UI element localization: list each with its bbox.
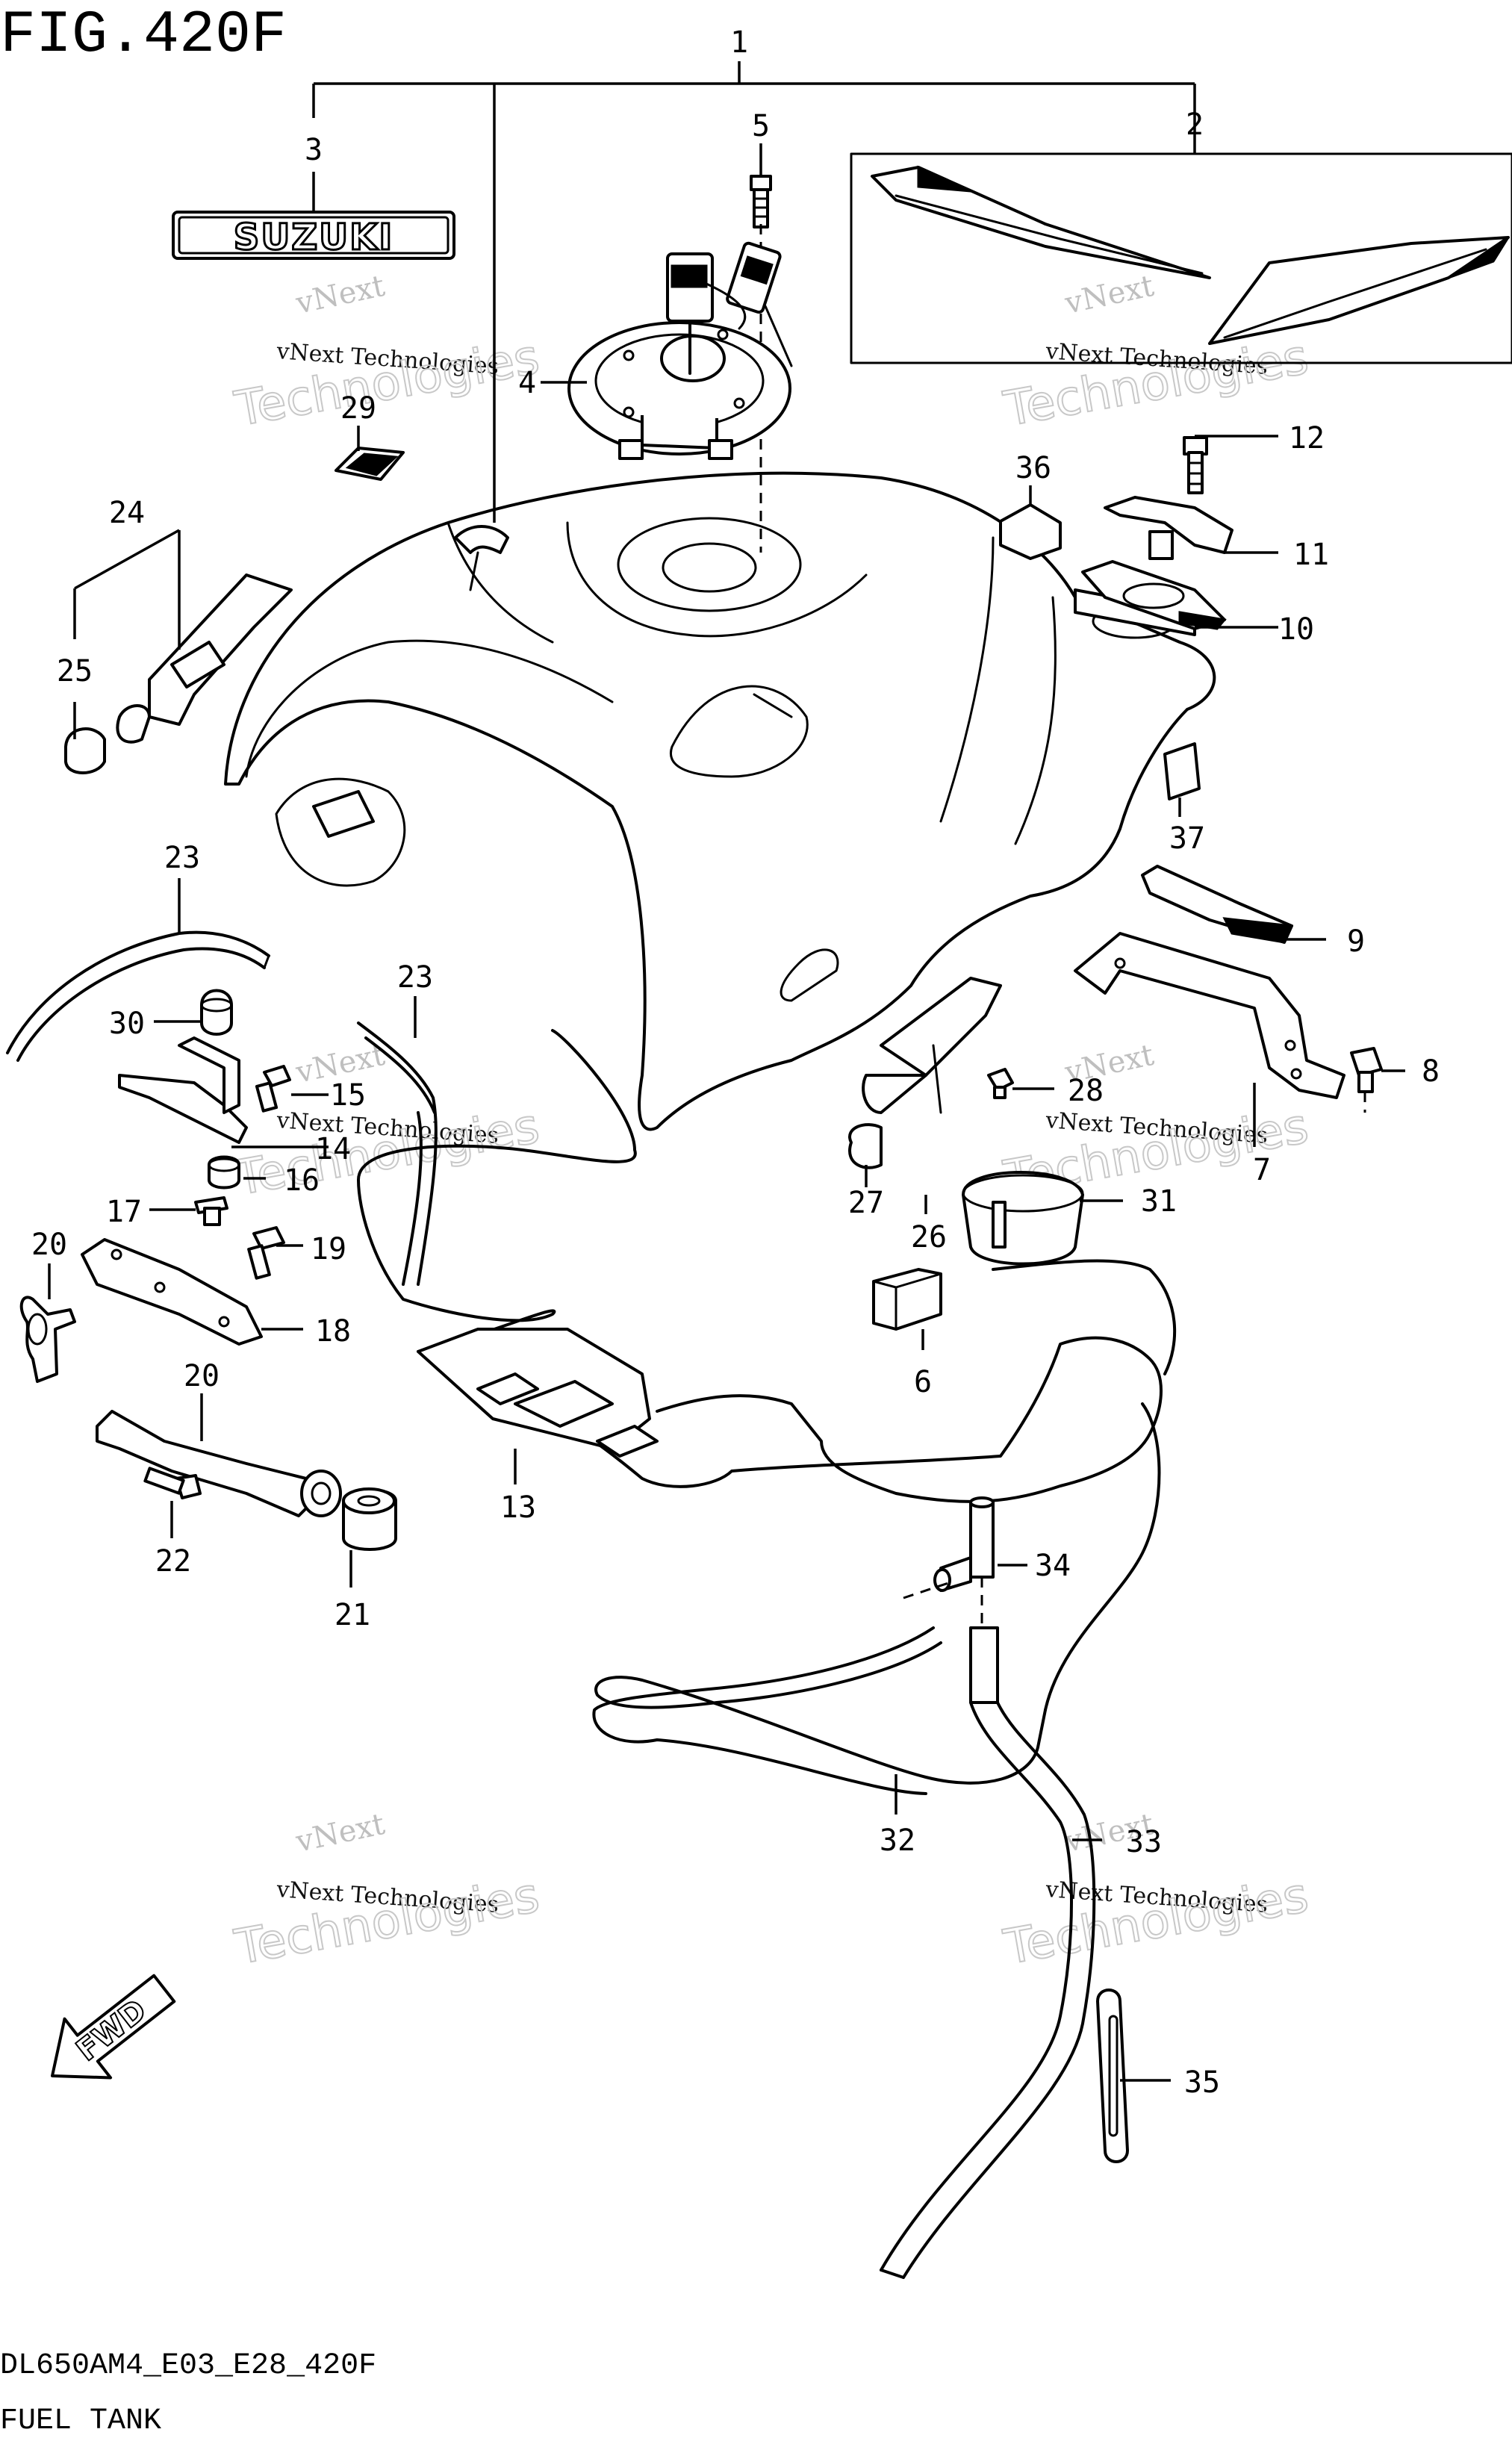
bracket-14 (118, 1036, 248, 1144)
callout-23-right: 23 (397, 960, 433, 995)
callout-14: 14 (315, 1132, 351, 1166)
bolt-28 (987, 1068, 1014, 1099)
clamp-35 (1096, 1989, 1129, 2163)
figure-caption: FUEL TANK (0, 2404, 161, 2438)
cushion-25 (64, 727, 106, 774)
cushion-10 (1081, 560, 1227, 630)
bolt-12 (1183, 436, 1208, 494)
collar-21 (342, 1487, 397, 1551)
callout-25: 25 (57, 654, 93, 688)
hose-32 (592, 1626, 1047, 1795)
fwd-label: FWD (70, 1993, 153, 2068)
watermark-1-line1: vNext (293, 269, 388, 321)
rear-bracket-7 (1074, 932, 1345, 1099)
callout-4: 4 (518, 366, 536, 400)
watermark-5-line1: vNext (293, 1807, 388, 1859)
callout-22: 22 (155, 1544, 191, 1579)
cushion-30 (200, 989, 233, 1036)
hose-33 (880, 1402, 1161, 2279)
callout-20-upper: 20 (31, 1228, 67, 1262)
watermark-1: vNext vNext Technologies Technologies (230, 269, 544, 438)
callout-10: 10 (1278, 612, 1314, 647)
holder-24 (116, 573, 293, 744)
callout-18: 18 (315, 1314, 351, 1349)
callout-28: 28 (1068, 1074, 1104, 1108)
bolt-22 (143, 1467, 202, 1499)
collar-17 (194, 1196, 228, 1226)
callout-32: 32 (880, 1823, 915, 1858)
cushion-37 (1163, 742, 1201, 800)
watermark-2-line1: vNext (1062, 269, 1157, 321)
cushion-36 (999, 503, 1062, 560)
callout-1-bracket (312, 61, 1196, 523)
callout-21: 21 (335, 1598, 370, 1632)
fuel-cap-assembly (567, 241, 793, 460)
callout-11: 11 (1293, 538, 1329, 572)
band-31 (962, 1171, 1084, 1266)
bracket-11 (1104, 496, 1233, 560)
fuel-tank-body (224, 471, 1216, 1131)
caution-label-29 (335, 447, 405, 481)
callout-13: 13 (500, 1490, 536, 1525)
callout-30: 30 (109, 1007, 145, 1041)
emblem-text: SUZUKI (234, 217, 393, 258)
callout-numbers: 1 2 3 4 5 6 7 8 9 10 11 12 13 14 15 16 1… (31, 25, 1440, 2100)
callout-16: 16 (284, 1163, 320, 1198)
cushion-9 (1141, 865, 1294, 944)
callout-7: 7 (1253, 1153, 1271, 1187)
callout-9: 9 (1347, 924, 1365, 959)
fwd-arrow: FWD (51, 1974, 176, 2080)
watermark-3: vNext vNext Technologies Technologies (230, 1038, 544, 1207)
callout-1: 1 (730, 25, 748, 60)
callout-6: 6 (914, 1365, 932, 1399)
hose-23-left (6, 930, 270, 1062)
watermark-5: vNext vNext Technologies Technologies (230, 1807, 544, 1977)
tank-decal-set (850, 152, 1512, 364)
callout-2: 2 (1186, 108, 1204, 142)
callout-15: 15 (330, 1078, 366, 1113)
heat-insulator-13 (357, 1029, 1177, 1503)
t-joint-34 (903, 1496, 995, 1628)
callout-24: 24 (109, 496, 145, 530)
bracket-26 (862, 977, 1002, 1114)
callout-36: 36 (1015, 451, 1051, 485)
bracket-20-lower (96, 1410, 342, 1517)
callout-29: 29 (340, 391, 376, 426)
callout-26: 26 (911, 1220, 947, 1254)
callout-33: 33 (1126, 1825, 1162, 1859)
leader-lines (48, 143, 1405, 2082)
suzuki-emblem: SUZUKI (172, 172, 455, 260)
bolt-8 (1350, 1047, 1383, 1113)
callout-35: 35 (1184, 2065, 1220, 2100)
grommet-16 (208, 1155, 240, 1190)
cushion-6 (872, 1268, 942, 1331)
callout-31: 31 (1141, 1184, 1177, 1219)
figure-title: FIG.420F (0, 1, 287, 69)
callout-12: 12 (1289, 421, 1325, 455)
model-code: DL650AM4_E03_E28_420F (0, 2349, 376, 2383)
callout-8: 8 (1422, 1054, 1440, 1089)
rubber-20-upper (19, 1296, 76, 1383)
callout-5: 5 (752, 109, 770, 143)
callout-23-left: 23 (164, 841, 200, 875)
bracket-18 (81, 1238, 263, 1346)
bolt-15 (255, 1065, 291, 1113)
callout-20-lower: 20 (184, 1359, 220, 1393)
hose-23-right (357, 1022, 438, 1286)
callout-19: 19 (311, 1232, 346, 1266)
bolt-19 (247, 1226, 285, 1280)
cushion-27 (848, 1123, 883, 1169)
callout-3: 3 (305, 133, 323, 167)
callout-34: 34 (1035, 1549, 1071, 1583)
callout-27: 27 (848, 1186, 884, 1220)
callout-37: 37 (1169, 821, 1205, 856)
callout-17: 17 (106, 1195, 142, 1229)
